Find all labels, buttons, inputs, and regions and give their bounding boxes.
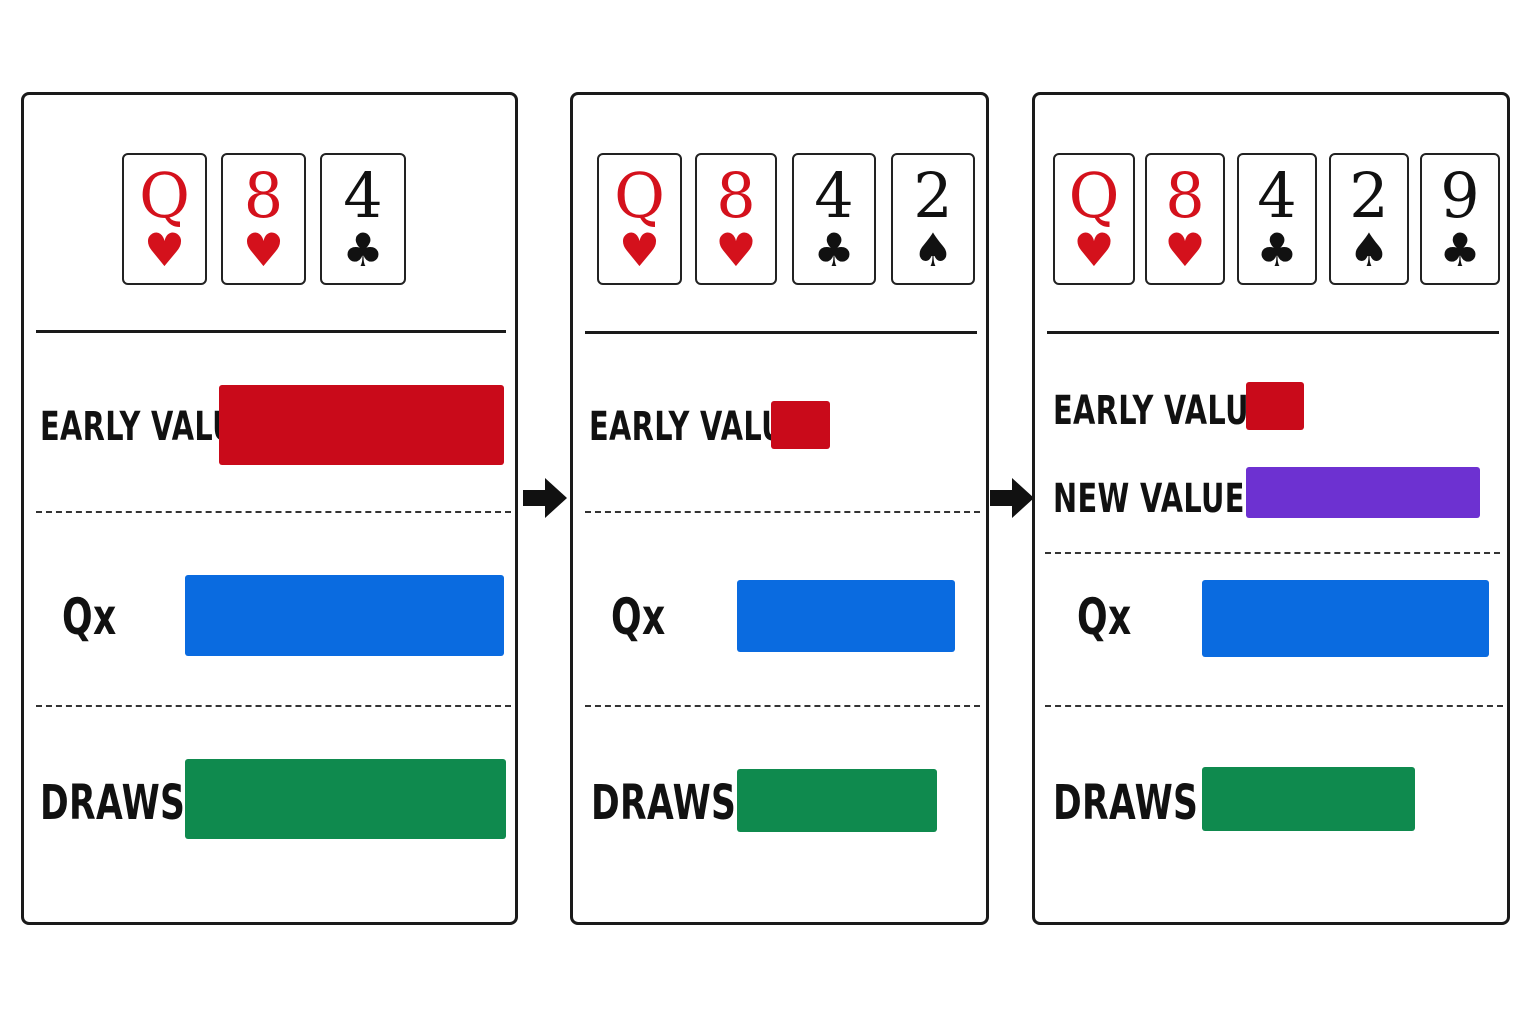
playing-card: 4 ♣ <box>792 153 876 285</box>
board-panel-turn: Q ♥ 8 ♥ 4 ♣ 2 ♠ EARLY VALUE Qx DRAWS <box>570 92 989 925</box>
playing-card: 2 ♠ <box>1329 153 1409 285</box>
bar-early-value <box>1246 382 1304 430</box>
playing-card: 4 ♣ <box>1237 153 1317 285</box>
bar-new-value <box>1246 467 1480 518</box>
right-arrow-icon <box>990 478 1034 518</box>
row-label-new-value: NEW VALUE <box>1053 476 1245 522</box>
card-rank: 4 <box>814 159 854 232</box>
spade-suit-icon: ♠ <box>912 223 954 277</box>
card-rank: 2 <box>1349 159 1389 232</box>
card-rank: Q <box>1068 159 1120 232</box>
playing-card: 8 ♥ <box>695 153 777 285</box>
playing-card: Q ♥ <box>122 153 207 285</box>
playing-card: 8 ♥ <box>221 153 306 285</box>
bar-qx <box>737 580 955 652</box>
bar-draws <box>737 769 937 832</box>
heart-suit-icon: ♥ <box>1164 223 1206 277</box>
heart-suit-icon: ♥ <box>1073 223 1115 277</box>
divider-dashed <box>36 511 511 513</box>
board-panel-flop: Q ♥ 8 ♥ 4 ♣ EARLY VALUE Qx DRAWS <box>21 92 518 925</box>
divider-solid <box>585 331 977 334</box>
spade-suit-icon: ♠ <box>1348 223 1390 277</box>
club-suit-icon: ♣ <box>1439 223 1481 277</box>
card-rank: 4 <box>1257 159 1297 232</box>
row-label-draws: DRAWS <box>40 775 186 831</box>
card-rank: 9 <box>1440 159 1480 232</box>
heart-suit-icon: ♥ <box>242 223 285 277</box>
playing-card: Q ♥ <box>597 153 682 285</box>
playing-card: 4 ♣ <box>320 153 406 285</box>
bar-early-value <box>771 401 830 449</box>
row-label-qx: Qx <box>62 588 117 646</box>
row-label-draws: DRAWS <box>1053 775 1199 831</box>
board-panel-river: Q ♥ 8 ♥ 4 ♣ 2 ♠ 9 ♣ EARLY VALUE NEW VALU… <box>1032 92 1510 925</box>
card-rank: 2 <box>913 159 953 232</box>
heart-suit-icon: ♥ <box>715 223 757 277</box>
playing-card: Q ♥ <box>1053 153 1135 285</box>
divider-dashed <box>1045 552 1500 554</box>
heart-suit-icon: ♥ <box>143 223 186 277</box>
divider-dashed <box>1045 705 1503 707</box>
card-rank: Q <box>614 159 665 232</box>
divider-dashed <box>585 511 980 513</box>
row-label-qx: Qx <box>611 588 666 646</box>
divider-solid <box>36 330 506 333</box>
bar-draws <box>1202 767 1415 831</box>
card-rank: 4 <box>343 159 383 232</box>
playing-card: 2 ♠ <box>891 153 975 285</box>
card-rank: 8 <box>1165 159 1205 232</box>
club-suit-icon: ♣ <box>1256 223 1298 277</box>
playing-card: 8 ♥ <box>1145 153 1225 285</box>
bar-qx <box>1202 580 1489 657</box>
row-label-qx: Qx <box>1077 588 1132 646</box>
card-rank: Q <box>139 159 190 232</box>
bar-draws <box>185 759 506 839</box>
row-label-draws: DRAWS <box>591 775 737 831</box>
bar-early-value <box>219 385 504 465</box>
row-label-early-value: EARLY VALUE <box>1053 388 1269 434</box>
right-arrow-icon <box>523 478 567 518</box>
club-suit-icon: ♣ <box>813 223 855 277</box>
bar-qx <box>185 575 504 656</box>
heart-suit-icon: ♥ <box>618 223 661 277</box>
divider-dashed <box>585 705 980 707</box>
divider-solid <box>1047 331 1499 334</box>
divider-dashed <box>36 705 511 707</box>
row-label-early-value: EARLY VALUE <box>589 404 805 450</box>
card-rank: 8 <box>716 159 756 232</box>
club-suit-icon: ♣ <box>342 223 384 277</box>
card-rank: 8 <box>243 159 284 232</box>
playing-card: 9 ♣ <box>1420 153 1500 285</box>
